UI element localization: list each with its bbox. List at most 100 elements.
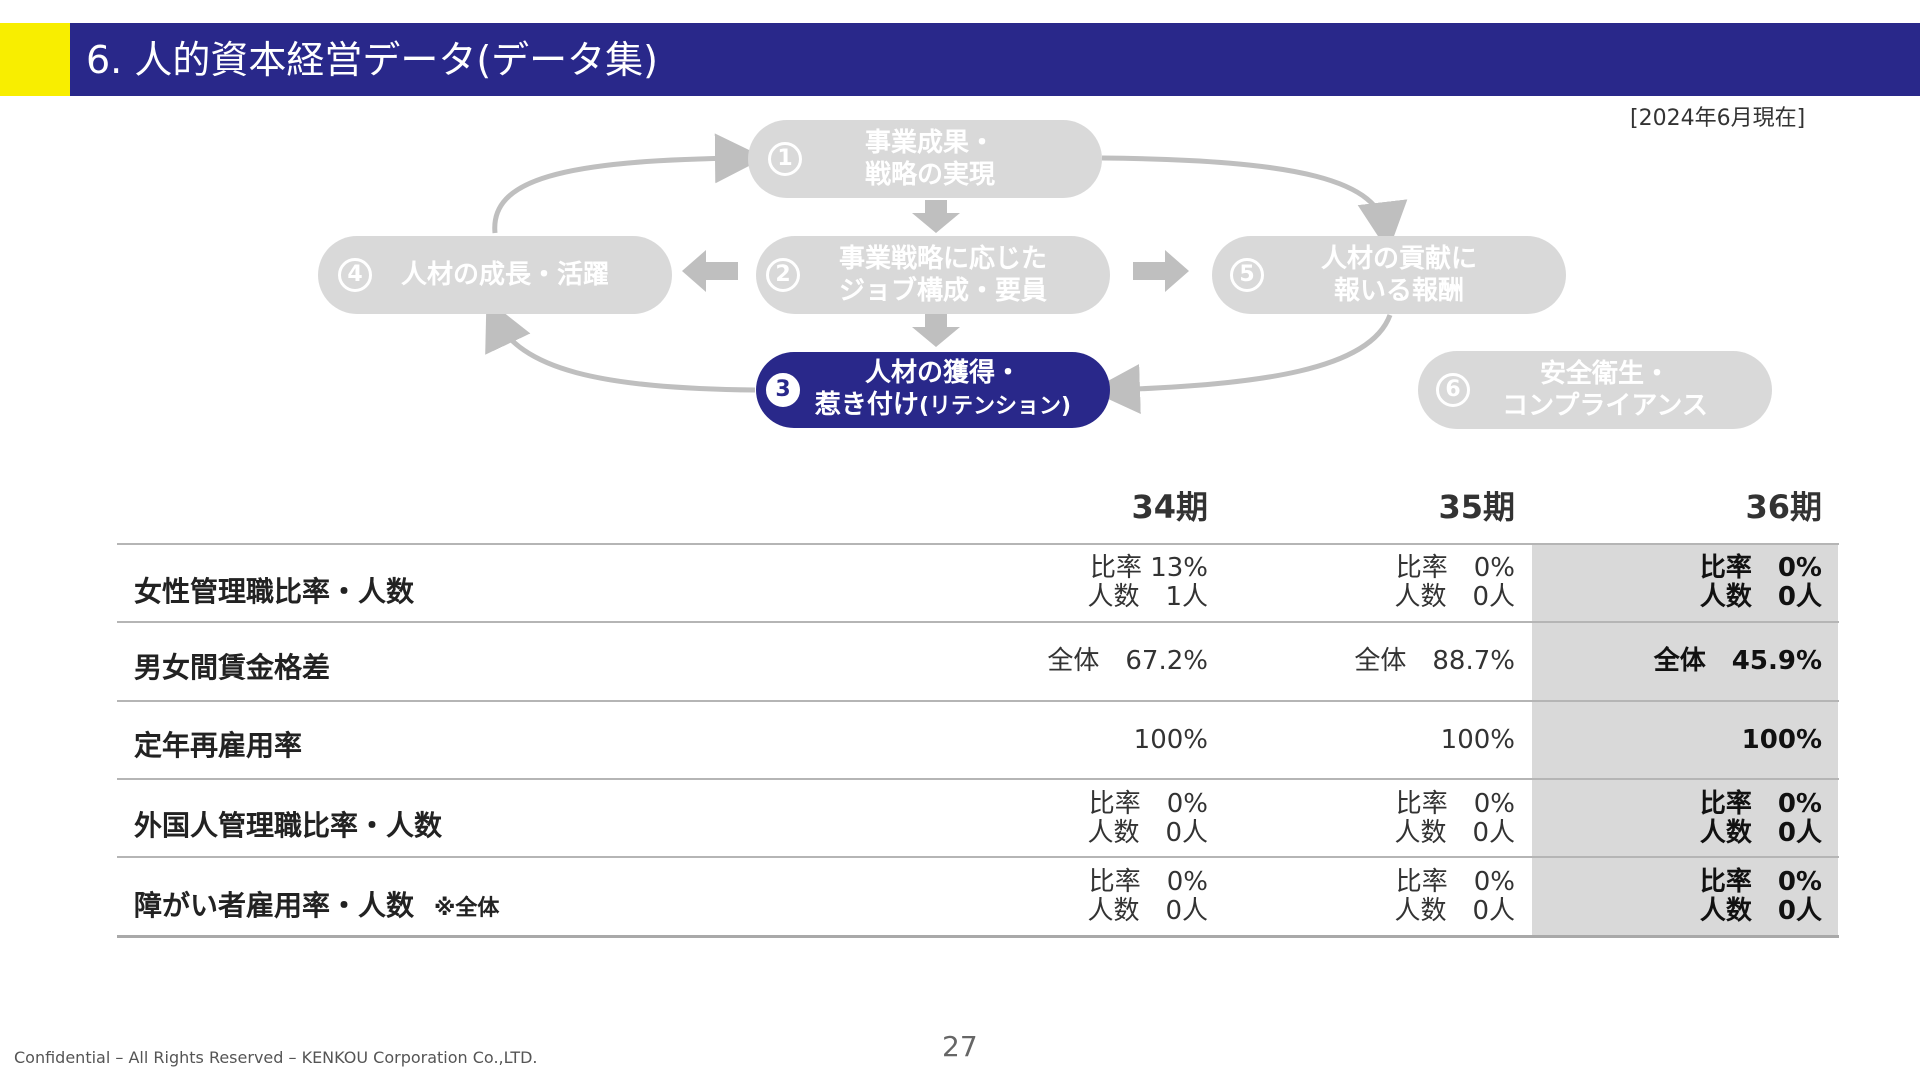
cell-line: 人数 0人	[1394, 896, 1515, 926]
highlight-column-36	[1532, 545, 1838, 936]
cycle-node-3-active: 3 人材の獲得・ 惹き付け(リテンション)	[756, 352, 1110, 428]
cycle-node-5: 5 人材の貢献に 報いる報酬	[1212, 236, 1566, 314]
table-cell: 比率 0% 人数 0人	[1275, 868, 1515, 926]
node-label: 人材の成長・活躍	[401, 259, 609, 291]
row-label: 男女間賃金格差	[134, 651, 331, 684]
node-label-line: 人材の成長・活躍	[400, 260, 609, 290]
arrow-node1-to-node5	[1101, 155, 1408, 252]
node-label: 安全衛生・ コンプライアンス	[1502, 358, 1708, 422]
cell-line: 比率 0%	[1395, 789, 1515, 819]
cell-line: 比率 13%	[1089, 553, 1208, 583]
block-arrow-node2-to-node4	[682, 250, 738, 292]
cell-line: 100%	[1440, 725, 1515, 755]
cell-line: 100%	[1133, 725, 1208, 755]
block-arrow-node1-to-node2	[912, 200, 960, 233]
cycle-node-4: 4 人材の成長・活躍	[318, 236, 672, 314]
cell-line: 全体 45.9%	[1653, 646, 1822, 676]
cell-line: 比率 0%	[1088, 789, 1208, 819]
cell-line: 人数 0人	[1394, 582, 1515, 612]
cell-line: 人数 0人	[1087, 818, 1208, 848]
table-cell-highlight: 比率 0% 人数 0人	[1582, 554, 1822, 612]
node-number-badge: 3	[766, 373, 800, 407]
confidential-notice: Confidential – All Rights Reserved – KEN…	[14, 1048, 538, 1067]
human-capital-cycle-diagram: 1 事業成果・ 戦略の実現 2 事業戦略に応じた ジョブ構成・要員 3 人材の獲…	[0, 0, 1920, 440]
row-label: 障がい者雇用率・人数 ※全体	[134, 884, 499, 924]
node-label-line: 人材の貢献に	[1320, 244, 1477, 274]
diagram-arrows	[485, 133, 1408, 414]
table-top-rule	[117, 543, 1839, 545]
cell-line: 人数 0人	[1699, 896, 1822, 926]
cell-line: 比率 0%	[1699, 789, 1822, 819]
node-label-line: 事業成果・	[864, 128, 995, 158]
row-label: 定年再雇用率	[134, 729, 303, 762]
block-arrow-node2-to-node3	[912, 313, 960, 347]
cell-line: 比率 0%	[1395, 553, 1515, 583]
table-cell: 比率 0% 人数 0人	[1275, 790, 1515, 848]
arrow-node4-to-node1	[492, 133, 765, 234]
table-cell: 比率 13% 人数 1人	[968, 554, 1208, 612]
node-label-line: 事業戦略に応じた	[838, 244, 1047, 274]
row-divider	[117, 700, 1839, 702]
node-label: 人材の獲得・ 惹き付け(リテンション)	[815, 357, 1071, 423]
node-label-line: 人材の獲得・	[864, 358, 1021, 388]
cell-line: 人数 0人	[1699, 818, 1822, 848]
cycle-node-6: 6 安全衛生・ コンプライアンス	[1418, 351, 1772, 429]
node-label-line: 戦略の実現	[864, 160, 995, 190]
table-cell-highlight: 比率 0% 人数 0人	[1582, 790, 1822, 848]
node-number-badge: 4	[338, 258, 372, 292]
cell-line: 人数 0人	[1394, 818, 1515, 848]
node-label-line: ジョブ構成・要員	[838, 276, 1047, 306]
node-label-line: 安全衛生・	[1539, 359, 1670, 389]
cell-line: 人数 0人	[1699, 582, 1822, 612]
node-number-badge: 1	[768, 142, 802, 176]
arrow-node3-to-node4	[485, 298, 756, 393]
cell-line: 比率 0%	[1395, 867, 1515, 897]
header-accent-bar	[0, 23, 70, 96]
block-arrow-node2-to-node5	[1133, 250, 1189, 292]
cycle-node-2: 2 事業戦略に応じた ジョブ構成・要員	[756, 236, 1110, 314]
table-cell-highlight: 全体 45.9%	[1582, 647, 1822, 676]
cell-line: 人数 0人	[1087, 896, 1208, 926]
cell-line: 比率 0%	[1699, 553, 1822, 583]
table-cell: 100%	[968, 726, 1208, 755]
as-of-date: [2024年6月現在]	[1630, 106, 1806, 131]
table-cell: 比率 0% 人数 0人	[968, 790, 1208, 848]
table-bottom-rule	[117, 935, 1839, 938]
row-label: 女性管理職比率・人数	[134, 575, 415, 608]
row-divider	[117, 856, 1839, 858]
row-label-text: 障がい者雇用率・人数	[134, 889, 415, 922]
cycle-node-1: 1 事業成果・ 戦略の実現	[748, 120, 1102, 198]
node-label-line: コンプライアンス	[1502, 391, 1708, 421]
table-cell: 比率 0% 人数 0人	[1275, 554, 1515, 612]
table-cell: 比率 0% 人数 0人	[968, 868, 1208, 926]
page-number: 27	[942, 1030, 978, 1063]
column-header-34: 34期	[1131, 488, 1208, 526]
row-note: ※全体	[434, 896, 500, 921]
node-label-line: 惹き付け	[814, 390, 919, 420]
cell-line: 全体 88.7%	[1354, 646, 1515, 676]
cell-line: 100%	[1741, 725, 1822, 755]
page-title: 6. 人的資本経営データ(データ集)	[86, 38, 658, 82]
arrow-node5-to-node3	[1090, 314, 1393, 414]
cell-line: 比率 0%	[1699, 867, 1822, 897]
table-cell: 100%	[1275, 726, 1515, 755]
cell-line: 人数 1人	[1087, 582, 1208, 612]
header-bar	[70, 23, 1920, 96]
cell-line: 比率 0%	[1088, 867, 1208, 897]
table-cell-highlight: 比率 0% 人数 0人	[1582, 868, 1822, 926]
node-number-badge: 2	[766, 258, 800, 292]
row-divider	[117, 778, 1839, 780]
table-cell-highlight: 100%	[1582, 726, 1822, 755]
row-label: 外国人管理職比率・人数	[134, 809, 443, 842]
node-number-badge: 6	[1436, 373, 1470, 407]
cell-line: 全体 67.2%	[1047, 646, 1208, 676]
column-header-36: 36期	[1745, 488, 1822, 526]
node-label: 事業戦略に応じた ジョブ構成・要員	[839, 243, 1047, 307]
node-label: 人材の貢献に 報いる報酬	[1321, 243, 1477, 307]
table-cell: 全体 88.7%	[1275, 647, 1515, 676]
row-divider	[117, 621, 1839, 623]
node-label: 事業成果・ 戦略の実現	[865, 127, 995, 191]
column-header-35: 35期	[1438, 488, 1515, 526]
node-label-suffix: (リテンション)	[918, 394, 1072, 419]
node-label-line: 報いる報酬	[1333, 276, 1464, 306]
